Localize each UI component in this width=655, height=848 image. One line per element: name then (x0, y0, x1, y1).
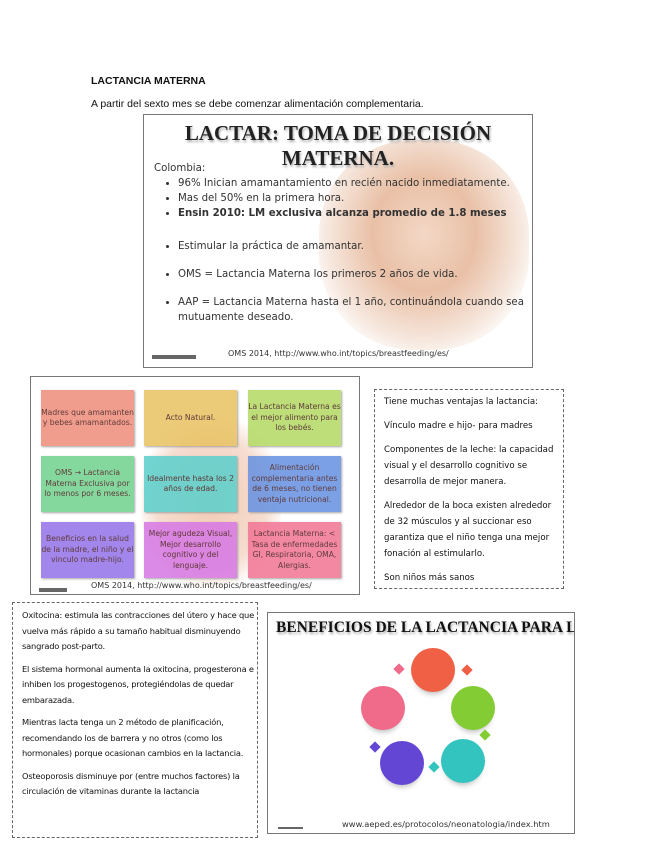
slide-title: BENEFICIOS DE LA LACTANCIA PARA LA MADRE (276, 619, 574, 636)
paragraph: El sistema hormonal aumenta la oxitocina… (22, 663, 254, 705)
cycle-arrow-icon (479, 729, 491, 741)
benefit-tile: Mejor agudeza Visual, Mejor desarrollo c… (144, 522, 237, 578)
list-item: AAP = Lactancia Materna hasta el 1 año, … (178, 295, 532, 325)
document-subtitle: A partir del sexto mes se debe comenzar … (91, 98, 424, 110)
benefit-tile: Alimentación complementaria antes de 6 m… (248, 456, 341, 512)
list-item: Mas del 50% en la primera hora. (178, 191, 532, 206)
benefit-tile: Acto Natural. (144, 390, 237, 446)
cycle-circle (441, 739, 485, 783)
paragraph: Tiene muchas ventajas la lactancia: (384, 397, 539, 407)
cycle-circle (380, 741, 424, 785)
benefit-tile: La Lactancia Materna es el mejor aliment… (248, 390, 341, 446)
mother-benefits-text-box: Oxitocina: estimula las contracciones de… (12, 602, 258, 838)
cycle-arrow-icon (461, 664, 473, 676)
slide-mother-benefits-cycle: BENEFICIOS DE LA LACTANCIA PARA LA MADRE… (267, 612, 575, 834)
list-item: OMS = Lactancia Materna los primeros 2 a… (178, 267, 532, 282)
cycle-circle (411, 648, 455, 692)
document-title: LACTANCIA MATERNA (91, 75, 206, 87)
cycle-arrow-icon (393, 663, 405, 675)
benefit-tile: OMS → Lactancia Materna Exclusiva por lo… (41, 456, 134, 512)
cycle-arrow-icon (428, 761, 440, 773)
benefit-tile: Madres que amamanten y bebes amamantados… (41, 390, 134, 446)
slide-title: LACTAR: TOMA DE DECISIÓN MATERNA. (184, 121, 492, 170)
paragraph: Mientras lacta tenga un 2 método de plan… (22, 717, 244, 758)
slide-footer-bar (39, 588, 67, 592)
paragraph: Son niños más sanos (384, 573, 475, 583)
list-item: Ensin 2010: LM exclusiva alcanza promedi… (178, 206, 532, 221)
slide-source: www.aeped.es/protocolos/neonatologia/ind… (342, 819, 550, 829)
paragraph: Oxitocina: estimula las contracciones de… (22, 610, 254, 651)
advantages-text-box: Tiene muchas ventajas la lactancia: Vínc… (374, 389, 564, 589)
list-item: Estimular la práctica de amamantar. (178, 239, 532, 254)
slide-heading: Colombia: (154, 163, 206, 174)
benefit-tile: Beneficios en la salud de la madre, el n… (41, 522, 134, 578)
slide-body: Colombia: 96% Inician amamantamiento en … (154, 161, 532, 325)
benefit-tile: Lactancia Materna: < Tasa de enfermedade… (248, 522, 341, 578)
slide-source: OMS 2014, http://www.who.int/topics/brea… (228, 349, 449, 358)
paragraph: Vínculo madre e hijo- para madres (384, 421, 533, 431)
paragraph: Alrededor de la boca existen alrededor d… (384, 501, 552, 559)
paragraph: Componentes de la leche: la capacidad vi… (384, 445, 554, 487)
slide-lactar-decision: LACTAR: TOMA DE DECISIÓN MATERNA. Colomb… (143, 114, 533, 368)
list-item: 96% Inician amamantamiento en recién nac… (178, 176, 532, 191)
cycle-arrow-icon (369, 741, 381, 753)
slide-benefits-grid: Madres que amamanten y bebes amamantados… (30, 376, 360, 595)
cycle-circle (451, 686, 495, 730)
paragraph: Osteoporosis disminuye por (entre muchos… (22, 770, 240, 797)
slide-footer-bar (152, 355, 196, 359)
slide-source: OMS 2014, http://www.who.int/topics/brea… (91, 581, 312, 590)
cycle-circle (361, 686, 405, 730)
slide-footer-bar (278, 827, 303, 829)
benefit-tile: Idealmente hasta los 2 años de edad. (144, 456, 237, 512)
baby-photo (319, 140, 529, 350)
